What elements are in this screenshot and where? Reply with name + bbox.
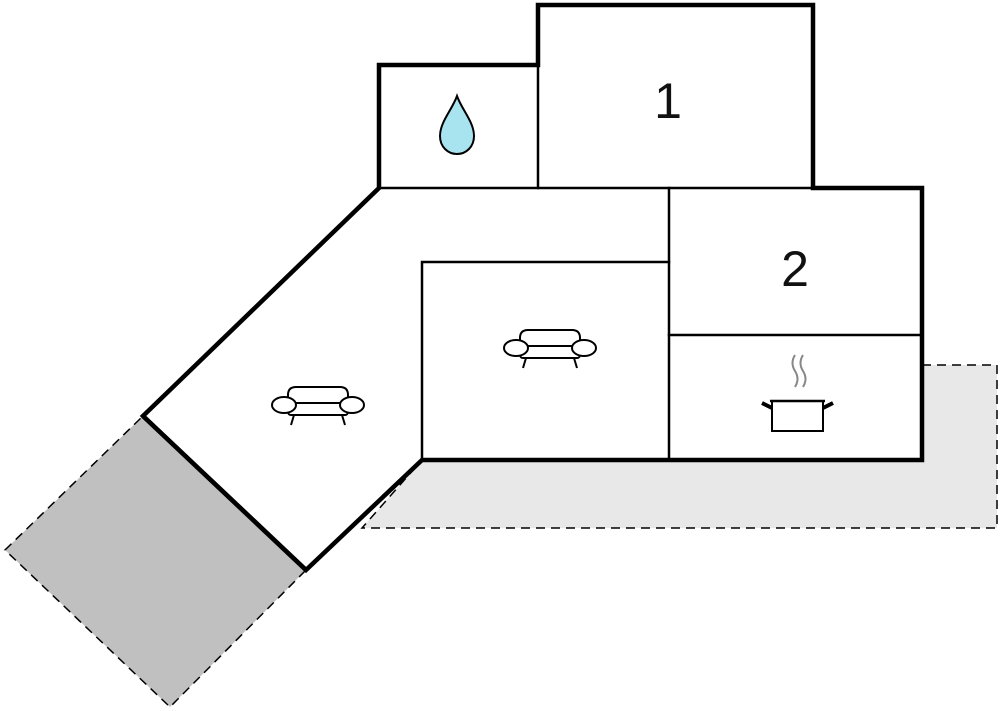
outer-wall bbox=[139, 2, 925, 574]
cooking-pot-icon bbox=[761, 354, 834, 432]
room-label-bedroom-2: 2 bbox=[781, 241, 809, 297]
outdoor-divider-wall bbox=[141, 414, 308, 572]
interior-walls bbox=[377, 63, 924, 462]
water-drop-icon bbox=[438, 93, 476, 156]
outdoor-area bbox=[3, 414, 308, 709]
interior-fill bbox=[143, 5, 922, 570]
room-label-bedroom-1: 1 bbox=[654, 73, 682, 129]
